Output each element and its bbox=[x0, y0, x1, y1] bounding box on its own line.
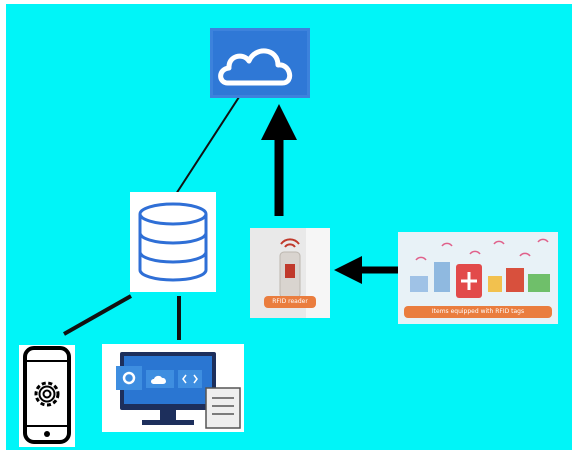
database-icon bbox=[130, 192, 216, 292]
connectors bbox=[63, 93, 398, 340]
computer-node bbox=[102, 344, 244, 432]
cloud-node bbox=[210, 28, 310, 98]
diagram-canvas: RFID reader Items equipped with RFID tag… bbox=[6, 4, 572, 450]
rfid-reader-label: RFID reader bbox=[264, 296, 316, 308]
cloud-icon bbox=[210, 28, 310, 98]
edge-database-smartphone bbox=[63, 294, 132, 336]
database-node bbox=[130, 192, 216, 292]
edge-cloud-database bbox=[175, 93, 242, 195]
rfid-reader-node: RFID reader bbox=[250, 228, 330, 318]
tagged-items-node: Items equipped with RFID tags bbox=[398, 232, 558, 324]
smartphone-node bbox=[18, 344, 76, 448]
smartphone-gear-icon bbox=[19, 345, 75, 447]
computer-monitor-icon bbox=[102, 344, 244, 432]
tagged-items-label: Items equipped with RFID tags bbox=[404, 306, 552, 318]
